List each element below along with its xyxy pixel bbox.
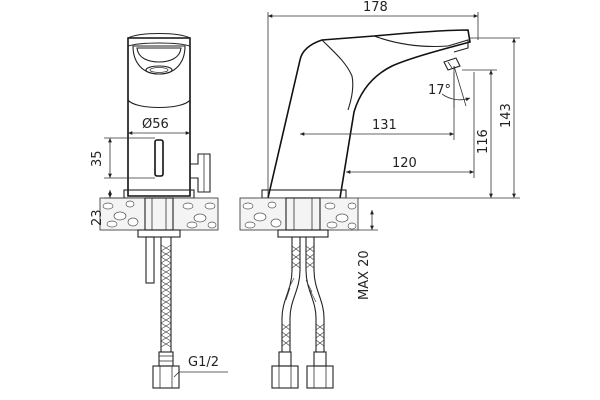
front-top-cap <box>127 33 191 47</box>
dim-height-total: 143 <box>358 37 520 199</box>
side-spout-inner <box>321 39 354 111</box>
dim-total-length-label: 178 <box>363 0 388 15</box>
side-hose-ferrule-left <box>278 351 292 367</box>
dim-max-counter-label: MAX 20 <box>357 250 372 300</box>
side-hose-braid <box>281 245 325 347</box>
dim-height-total-label: 143 <box>499 103 514 128</box>
dim-counter-thickness-label: 23 <box>90 209 105 226</box>
side-hose-right <box>305 237 325 352</box>
dim-sensor-height-label: 35 <box>90 150 105 167</box>
side-aerator <box>443 57 461 71</box>
side-hose-nut-left <box>271 365 299 389</box>
dim-sensor-height: 35 <box>90 137 155 179</box>
side-hose-left <box>281 237 301 352</box>
dim-height-spout-label: 116 <box>476 129 491 154</box>
front-hose <box>160 237 172 352</box>
side-hose-ferrule-right <box>313 351 327 367</box>
front-pebbles <box>102 200 217 229</box>
dim-height-spout: 116 <box>462 69 497 198</box>
dim-max-counter: MAX 20 <box>357 210 378 300</box>
front-faucet-body <box>127 37 191 197</box>
side-spout-tip <box>447 39 469 53</box>
front-hose-ferrule <box>158 351 174 367</box>
front-hose-braid <box>160 244 172 348</box>
side-hose-nut-right <box>306 365 334 389</box>
dim-counter-thickness: 23 <box>90 190 128 226</box>
side-pebbles <box>242 201 357 230</box>
dim-reach-120-label: 120 <box>392 156 417 171</box>
dim-diameter-label: Ø56 <box>142 117 169 132</box>
front-nut <box>137 229 181 238</box>
side-spout-top <box>373 35 449 48</box>
front-outlet-inner <box>136 47 182 63</box>
front-body-curve <box>127 99 191 108</box>
front-rod <box>145 236 155 284</box>
front-side-lever <box>190 153 211 193</box>
front-aerator <box>145 65 173 75</box>
dim-total-length: 178 <box>267 0 479 196</box>
dim-reach-120: 120 <box>346 72 475 178</box>
front-sensor-window <box>154 139 164 177</box>
dim-angle: 17° <box>428 65 471 108</box>
front-aerator-inner <box>149 67 169 73</box>
front-view: Ø56 35 23 G1/2 <box>90 33 228 389</box>
side-base <box>261 189 347 199</box>
side-body-outline <box>267 29 471 199</box>
dim-thread: G1/2 <box>173 355 228 378</box>
dim-reach-131-label: 131 <box>372 118 397 133</box>
front-hose-nut <box>152 365 180 389</box>
dim-angle-label: 17° <box>428 83 451 98</box>
side-nut <box>277 229 329 238</box>
side-view: 178 143 116 131 120 <box>239 0 520 389</box>
dim-diameter: Ø56 <box>128 117 190 135</box>
dim-thread-label: G1/2 <box>188 355 219 370</box>
front-outlet-head <box>132 45 186 75</box>
